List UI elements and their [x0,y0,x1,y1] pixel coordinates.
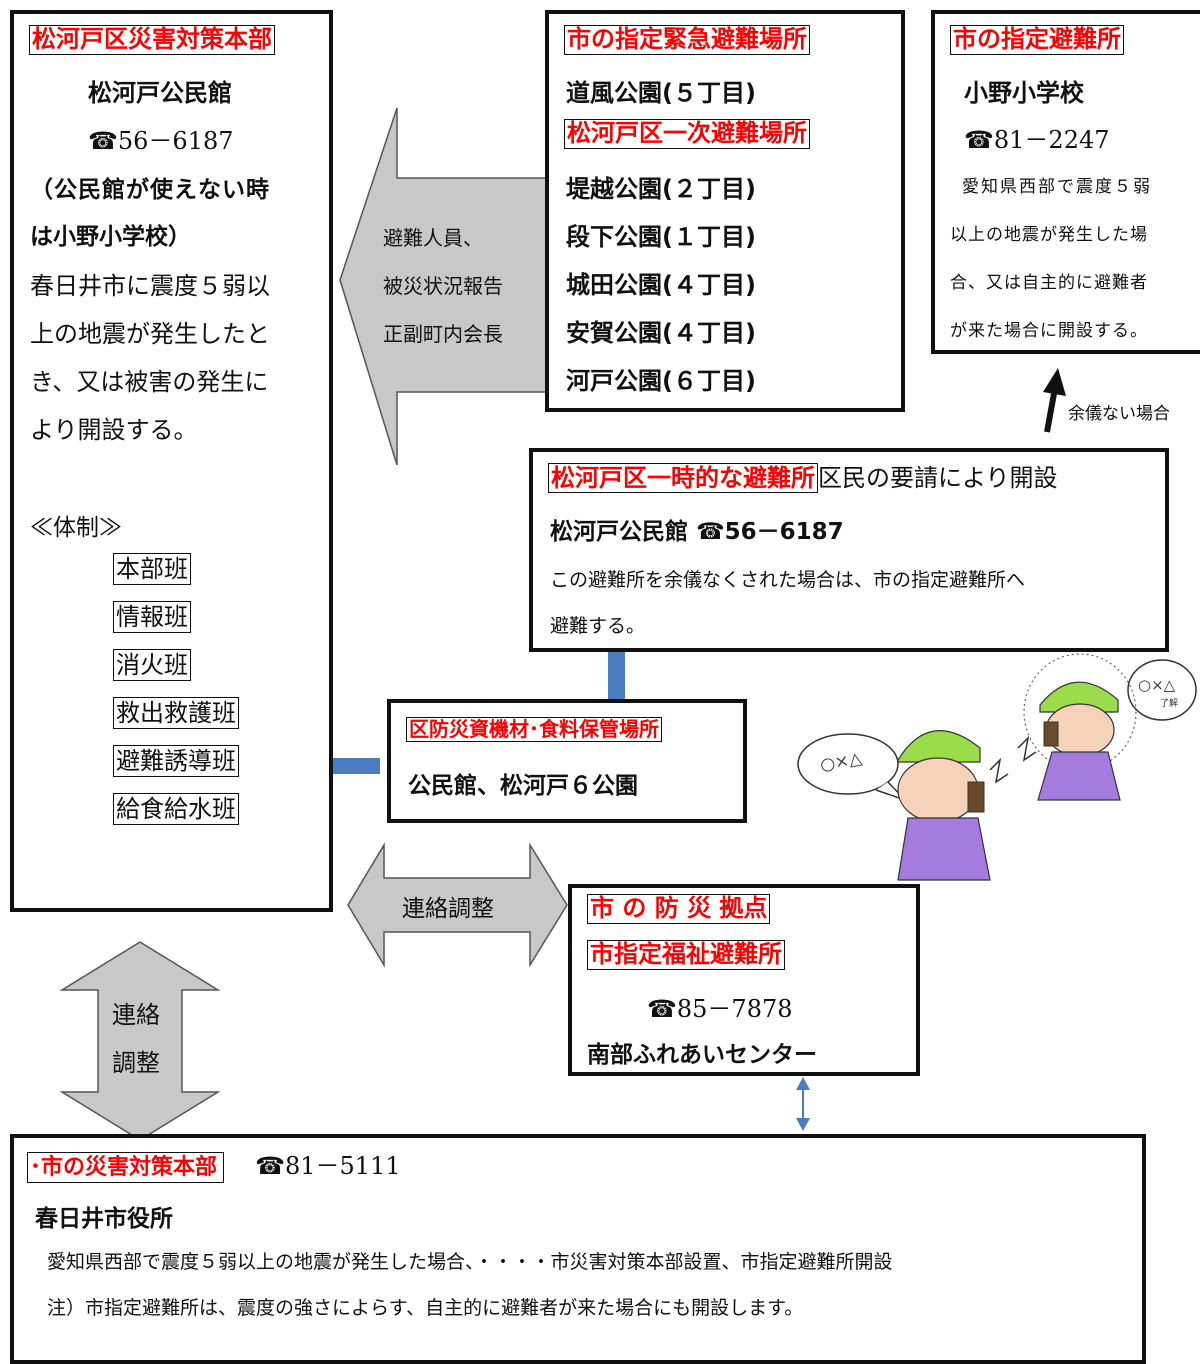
temporary-shelter-note: 区民の要請により開設 [818,464,1058,492]
emergency-sites-box [545,10,905,412]
district-hq-desc-3: き、又は被害の発生に [30,368,269,396]
park-danshita: 段下公園(１丁目) [566,223,756,251]
emergency-sites-title: 市の指定緊急避難場所 [564,25,810,55]
district-hq-desc-4: より開設する。 [30,416,198,444]
designated-shelter-box [931,10,1200,354]
city-hq-box [10,1134,1146,1364]
designated-shelter-desc-3: 合、又は自主的に避難者 [950,273,1148,293]
park-shirota: 城田公園(４丁目) [566,271,756,299]
report-arrow-text-1: 避難人員、 [383,226,483,250]
designated-shelter-desc-1: 愛知県西部で震度５弱 [962,177,1152,197]
temporary-shelter-desc-2: 避難する。 [550,615,646,637]
team-kyushoku: 給食給水班 [113,793,239,825]
unavoidable-arrow-head [1043,368,1066,396]
liaison-v-text-1: 連絡 [112,1001,160,1029]
city-base-title-1: 市 の 防 災 拠点 [587,894,771,924]
district-hq-desc-1: 春日井市に震度５弱以 [30,272,270,300]
liaison-h-text: 連絡調整 [402,896,494,922]
city-hq-office: 春日井市役所 [35,1206,173,1232]
team-kyushutsu: 救出救護班 [113,697,239,729]
liaison-arrow-horizontal [347,842,568,968]
district-hq-desc-2: 上の地震が発生したと [30,320,270,348]
district-hq-tel: ☎56－6187 [88,127,234,155]
primary-site-title: 松河戸区一次避難場所 [564,119,810,149]
speech-bubble-right-text: ○×△ [1138,676,1176,694]
park-yoka: 安賀公園(４丁目) [566,319,756,347]
temporary-shelter-desc-1: この避難所を余儀なくされた場合は、市の指定避難所へ [550,569,1026,591]
city-hq-tel: ☎81－5111 [255,1152,401,1180]
designated-shelter-desc-4: が来た場合に開設する。 [950,321,1148,341]
storage-place: 公民館、松河戸６公園 [408,773,638,799]
storage-box [387,699,747,823]
park-dofu: 道風公園(５丁目) [566,79,756,107]
city-hq-header: ･市の災害対策本部 ☎81－5111 [27,1146,401,1183]
radio-workers-illustration [797,653,1197,881]
city-hq-line-2: 注）市指定避難所は、震度の強さによらす、自主的に避難者が来た場合にも開設します。 [47,1297,804,1319]
district-hq-alt-1: （公民館が使えない時 [30,177,270,203]
district-hq-box [10,10,333,912]
district-hq-system-label: ≪体制≫ [30,515,122,541]
storage-title: 区防災資機材･食料保管場所 [406,717,662,742]
park-tsutsumikoshi: 堤越公園(２丁目) [566,175,756,203]
connector-temporary-storage [608,652,625,700]
team-honbu: 本部班 [113,553,191,585]
city-base-name: 南部ふれあいセンター [587,1042,817,1068]
liaison-v-text-2: 調整 [112,1049,160,1077]
city-hq-line-1: 愛知県西部で震度５弱以上の地震が発生した場合、・・・・市災害対策本部設置、市指定… [47,1251,893,1273]
temporary-shelter-box [529,448,1169,652]
unavoidable-arrow [1044,387,1058,433]
district-hq-place: 松河戸公民館 [88,79,232,107]
connector-hq-storage [332,758,380,774]
district-hq-alt-2: は小野小学校） [30,224,191,250]
designated-shelter-desc-2: 以上の地震が発生した場 [950,225,1148,245]
team-shoka: 消火班 [113,649,191,681]
connector-base-city-up [796,1077,810,1090]
city-base-tel: ☎85－7878 [647,995,793,1023]
temporary-shelter-header: 松河戸区一時的な避難所区民の要請により開設 [548,458,1058,493]
city-hq-title: ･市の災害対策本部 [27,1152,225,1183]
designated-shelter-tel: ☎81－2247 [964,126,1110,154]
city-base-title-2: 市指定福祉避難所 [587,940,785,970]
liaison-arrow-vertical [59,941,221,1141]
temporary-shelter-place-tel: 松河戸公民館 ☎56－6187 [550,519,844,545]
designated-shelter-title: 市の指定避難所 [950,25,1124,55]
designated-shelter-school: 小野小学校 [964,79,1084,107]
speech-bubble-left [797,733,899,795]
temporary-shelter-title: 松河戸区一時的な避難所 [548,463,818,493]
speech-bubble-right-small: 了解 [1160,699,1179,709]
park-kawado: 河戸公園(６丁目) [566,367,756,395]
connector-base-city-down [796,1118,810,1131]
unavoidable-label: 余儀ない場合 [1068,404,1170,424]
report-arrow-text-3: 正副町内会長 [383,322,503,346]
city-base-box [568,884,920,1076]
district-hq-title: 松河戸区災害対策本部 [29,25,275,55]
report-arrow-text-2: 被災状況報告 [383,274,503,298]
team-joho: 情報班 [113,601,191,633]
team-hinan-yudo: 避難誘導班 [113,745,239,777]
speech-bubble-right [1127,659,1197,721]
